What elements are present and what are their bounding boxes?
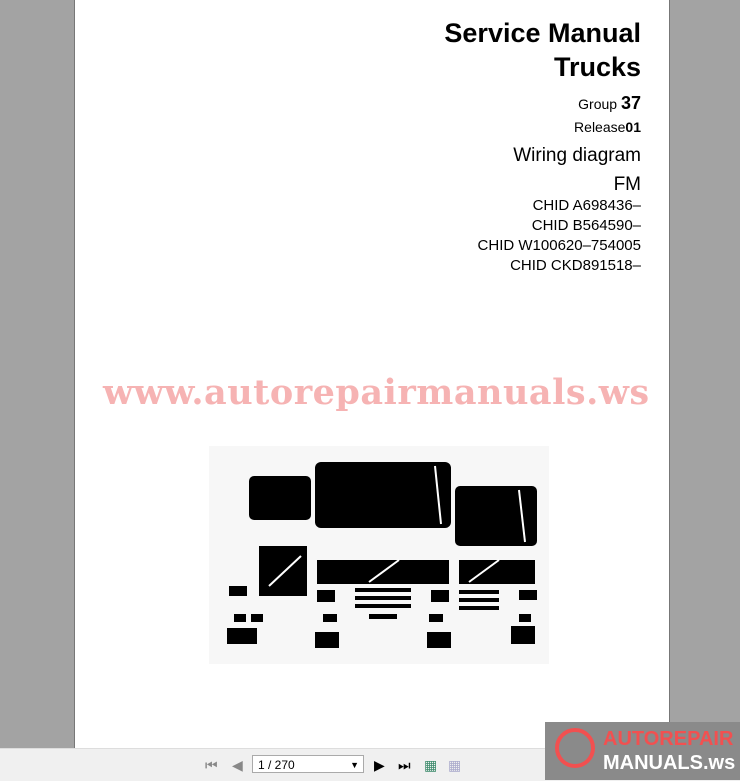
- chevron-down-icon[interactable]: ▼: [350, 760, 359, 770]
- title-line2: Trucks: [553, 52, 641, 82]
- model: FM: [613, 174, 641, 195]
- pdf-page: Service Manual Trucks Group 37 Release01…: [74, 0, 670, 748]
- release: Release01: [574, 119, 641, 135]
- last-page-icon[interactable]: ⏭: [398, 757, 411, 773]
- subject: Wiring diagram: [513, 145, 641, 166]
- watermark: www.autorepairmanuals.ws: [103, 372, 650, 413]
- logo-line1: AUTOREPAIR: [603, 728, 734, 750]
- release-label: Release: [574, 119, 626, 135]
- group-value: 37: [620, 93, 641, 113]
- go-back-view-icon[interactable]: ▦: [424, 757, 438, 773]
- chid-4: CHID CKD891518–: [510, 257, 641, 274]
- release-value: 01: [625, 119, 641, 135]
- group-label: Group: [578, 96, 621, 112]
- logo-line2: MANUALS.ws: [603, 752, 736, 774]
- truck-illustration: [209, 446, 549, 664]
- page-selector[interactable]: 1 / 270 ▼: [252, 755, 364, 773]
- first-page-icon[interactable]: ⏮: [205, 757, 218, 773]
- go-forward-view-icon[interactable]: ▦: [448, 757, 462, 773]
- logo-mark-icon: [555, 728, 595, 768]
- chid-1: CHID A698436–: [532, 197, 641, 214]
- group: Group 37: [578, 93, 641, 114]
- title-line1: Service Manual: [444, 18, 641, 48]
- chid-2: CHID B564590–: [531, 217, 641, 234]
- site-logo: AUTOREPAIR MANUALS.ws: [545, 722, 740, 780]
- page-indicator: 1 / 270: [258, 758, 295, 772]
- previous-page-icon[interactable]: ◀: [232, 757, 243, 773]
- next-page-icon[interactable]: ▶: [374, 757, 385, 773]
- chid-3: CHID W100620–754005: [477, 237, 641, 254]
